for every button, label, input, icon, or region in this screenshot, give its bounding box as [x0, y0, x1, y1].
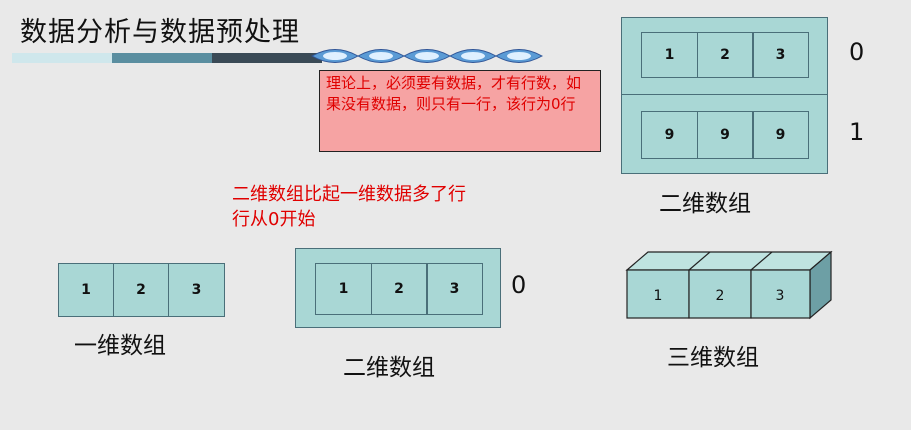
array-cell: 1: [641, 32, 698, 78]
array-cell: 1: [315, 263, 372, 315]
row-index: 0: [849, 38, 865, 66]
array-cell: 3: [776, 288, 785, 304]
row-index: 1: [849, 118, 865, 146]
three-d-array: 1 2 3: [625, 250, 833, 320]
row-index: 0: [511, 271, 527, 299]
array-cell: 9: [641, 111, 698, 159]
array-cell: 2: [716, 288, 725, 304]
array-cell: 2: [370, 263, 428, 315]
array-cell: 2: [696, 32, 754, 78]
two-d-array-small: 1 2 3: [295, 248, 501, 328]
one-d-array: 1 2 3: [58, 263, 225, 317]
page-title: 数据分析与数据预处理: [20, 17, 300, 48]
array-cell: 9: [752, 111, 809, 159]
array-cell: 9: [696, 111, 754, 159]
array-cell: 1: [654, 288, 663, 304]
array-cell: 3: [168, 263, 225, 317]
three-d-caption: 三维数组: [667, 345, 759, 371]
note-box: 理论上，必须要有数据，才有行数，如果没有数据，则只有一行，该行为0行: [319, 70, 601, 152]
decorative-ribbon: [310, 49, 544, 63]
one-d-caption: 一维数组: [74, 333, 166, 359]
explanation-line-2: 行从0开始: [232, 209, 316, 230]
explanation-text: 二维数组比起一维数据多了行 行从0开始: [232, 182, 466, 232]
explanation-line-1: 二维数组比起一维数据多了行: [232, 184, 466, 205]
array-cell: 2: [112, 263, 170, 317]
two-d-small-caption: 二维数组: [343, 355, 435, 381]
array-cell: 3: [752, 32, 809, 78]
two-d-big-caption: 二维数组: [659, 191, 751, 217]
two-d-row-0: 1 2 3: [621, 17, 828, 95]
array-cell: 1: [58, 263, 114, 317]
array-cell: 3: [426, 263, 483, 315]
two-d-row-1: 9 9 9: [621, 94, 828, 174]
title-underline: [12, 53, 322, 63]
